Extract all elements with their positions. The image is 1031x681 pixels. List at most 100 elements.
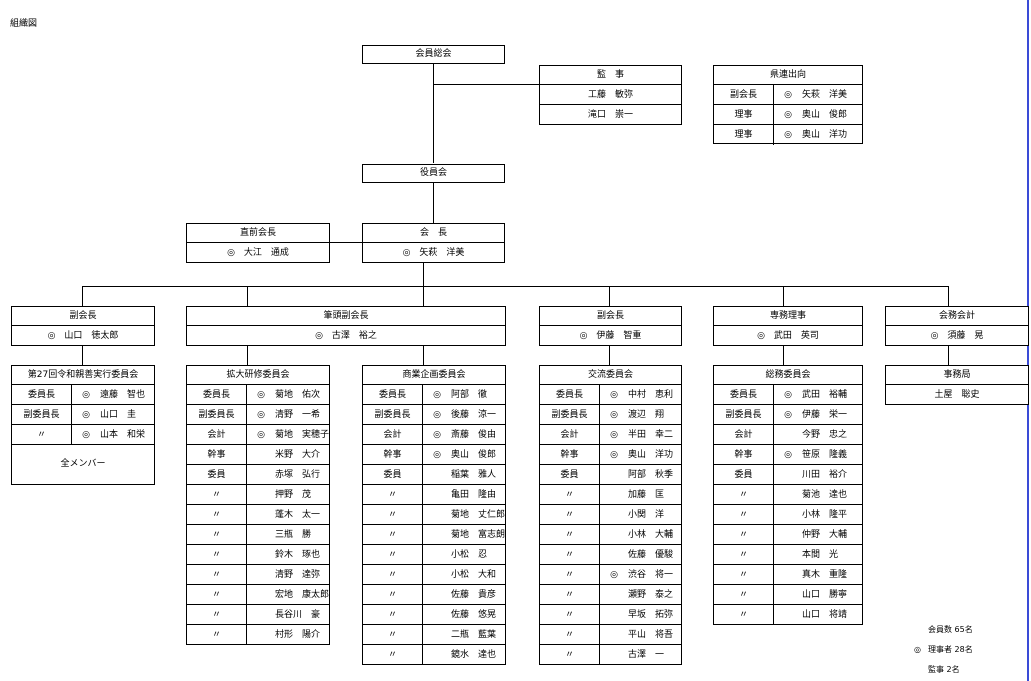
secretariat-box: 事務局 土屋 聡史 — [885, 365, 1029, 405]
member-name: 後藤 涼一 — [451, 410, 497, 420]
committee-box: 商業企画委員会委員長◎阿部 徹副委員長◎後藤 涼一会計◎斎藤 俊由幹事◎奥山 俊… — [362, 365, 506, 665]
auditor-name: 工藤 敏弥 — [587, 90, 633, 100]
member-role: 〃 — [714, 565, 774, 584]
member-row: 理事◎奥山 俊郎 — [714, 105, 862, 125]
member-role: 〃 — [363, 525, 423, 544]
director-mark: ◎ — [784, 410, 792, 420]
member-role: 〃 — [187, 485, 247, 504]
member-row: 〃仲野 大輔 — [714, 525, 862, 545]
member-role: 副委員長 — [187, 405, 247, 424]
member-name-cell: ◎伊藤 栄一 — [774, 405, 862, 424]
member-role: 〃 — [187, 505, 247, 524]
member-name-cell: ◎菊地 佑次 — [247, 385, 329, 404]
member-role: 委員長 — [187, 385, 247, 404]
member-role: 〃 — [714, 525, 774, 544]
member-name-cell: 小林 隆平 — [774, 505, 862, 524]
member-name: 遠藤 智也 — [100, 390, 146, 400]
member-row: 〃蓬木 太一 — [187, 505, 329, 525]
treasurer-box: 会務会計 ◎ 須藤 晃 — [885, 306, 1029, 346]
member-role: 〃 — [363, 545, 423, 564]
member-name: 押野 茂 — [275, 490, 312, 500]
member-name: 小林 隆平 — [802, 510, 848, 520]
member-name-cell: 阿部 秋季 — [600, 465, 681, 484]
member-name: 清野 達弥 — [275, 570, 321, 580]
member-row: 〃小松 忍 — [363, 545, 505, 565]
member-role: 〃 — [540, 625, 600, 644]
committee-box: 第27回令和親善実行委員会委員長◎遠藤 智也副委員長◎山口 圭〃◎山本 和栄全メ… — [11, 365, 155, 485]
committee-title: 総務委員会 — [714, 366, 862, 385]
member-name-cell: 鈴木 琢也 — [247, 545, 329, 564]
member-name-cell: ◎阿部 徹 — [423, 385, 505, 404]
member-row: 〃村形 陽介 — [187, 625, 329, 645]
prefectural-secondment-box: 県連出向 副会長◎矢萩 洋美理事◎奥山 俊郎理事◎奥山 洋功 — [713, 65, 863, 145]
member-row: 〃小林 大輔 — [540, 525, 681, 545]
director-mark: ◎ — [784, 450, 792, 460]
member-role: 〃 — [187, 565, 247, 584]
member-row: 〃 宏地 康太郎 — [187, 585, 329, 605]
member-row: 〃三瓶 勝 — [187, 525, 329, 545]
member-role: 副委員長 — [714, 405, 774, 424]
member-name-cell: ◎ 遠藤 智也 — [72, 385, 154, 404]
member-name-cell: 亀田 隆由 — [423, 485, 505, 504]
member-name: 加藤 匡 — [628, 490, 665, 500]
former-president-title: 直前会長 — [187, 224, 329, 243]
managing-director-title: 専務理事 — [714, 307, 862, 326]
member-row: 委員長◎中村 恵利 — [540, 385, 681, 405]
member-role: 委員長 — [540, 385, 600, 404]
member-name: 早坂 拓弥 — [628, 610, 674, 620]
member-name-cell: ◎斎藤 俊由 — [423, 425, 505, 444]
member-name: 小林 大輔 — [628, 530, 674, 540]
member-row: 委員赤塚 弘行 — [187, 465, 329, 485]
member-name: 佐藤 悠晃 — [451, 610, 497, 620]
member-role: 幹事 — [714, 445, 774, 464]
vice-president-title: 副会長 — [540, 307, 681, 326]
member-role: 〃 — [187, 545, 247, 564]
director-mark: ◎ — [433, 450, 441, 460]
member-name: 奥山 俊郎 — [802, 110, 848, 120]
member-name: 小関 洋 — [628, 510, 665, 520]
director-mark: ◎ — [82, 390, 90, 400]
member-row: 委員川田 裕介 — [714, 465, 862, 485]
member-row: 委員長◎阿部 徹 — [363, 385, 505, 405]
member-role: 〃 — [363, 605, 423, 624]
member-role: 〃 — [187, 585, 247, 604]
member-role: 委員 — [540, 465, 600, 484]
member-row: 幹事米野 大介 — [187, 445, 329, 465]
member-row: 〃 押野 茂 — [187, 485, 329, 505]
director-mark: ◎ — [784, 90, 792, 100]
member-row: 〃菊池 達也 — [714, 485, 862, 505]
president-title: 会 長 — [363, 224, 504, 243]
vice-president-box: 副会長 ◎ 伊藤 智重 — [539, 306, 682, 346]
senior-vice-president-box: 筆頭副会長 ◎ 古澤 裕之 — [186, 306, 506, 346]
member-name-cell: 佐藤 優駿 — [600, 545, 681, 564]
member-name: 今野 忠之 — [802, 430, 848, 440]
member-row: 〃山口 将靖 — [714, 605, 862, 625]
member-row: 幹事◎奥山 洋功 — [540, 445, 681, 465]
member-name: 矢萩 洋美 — [802, 90, 848, 100]
member-row: 幹事◎奥山 俊郎 — [363, 445, 505, 465]
former-president-box: 直前会長 ◎ 大江 通成 — [186, 223, 330, 263]
auditor-box: 監 事 工藤 敏弥 滝口 崇一 — [539, 65, 682, 125]
summary-member-count: 会員数 65名 — [928, 625, 973, 634]
member-role: 〃 — [540, 645, 600, 665]
member-role: 会計 — [714, 425, 774, 444]
committee-box: 交流委員会委員長◎中村 恵利副委員長◎渡辺 翔会計◎半田 幸二幹事◎奥山 洋功委… — [539, 365, 682, 665]
member-name-cell: ◎笹原 隆義 — [774, 445, 862, 464]
member-name-cell: 清野 達弥 — [247, 565, 329, 584]
member-name: 山口 圭 — [100, 410, 137, 420]
member-row: 〃鈴木 琢也 — [187, 545, 329, 565]
member-name: 清野 一希 — [275, 410, 321, 420]
all-members-label: 全メンバー — [60, 459, 106, 469]
member-name-cell: ◎中村 恵利 — [600, 385, 681, 404]
board-title: 役員会 — [419, 168, 447, 178]
general-assembly-box: 会員総会 — [362, 45, 505, 64]
member-row: 〃本間 光 — [714, 545, 862, 565]
member-name: 宏地 康太郎 — [275, 590, 329, 600]
summary-directors-count: ◎理事者 28名 — [914, 645, 973, 654]
member-name-cell: 小松 大和 — [423, 565, 505, 584]
committee-title: 交流委員会 — [540, 366, 681, 385]
member-role: 幹事 — [187, 445, 247, 464]
member-row: 〃佐藤 優駿 — [540, 545, 681, 565]
member-name-cell: 菊地 丈仁郎 — [423, 505, 505, 524]
member-name: 亀田 隆由 — [451, 490, 497, 500]
